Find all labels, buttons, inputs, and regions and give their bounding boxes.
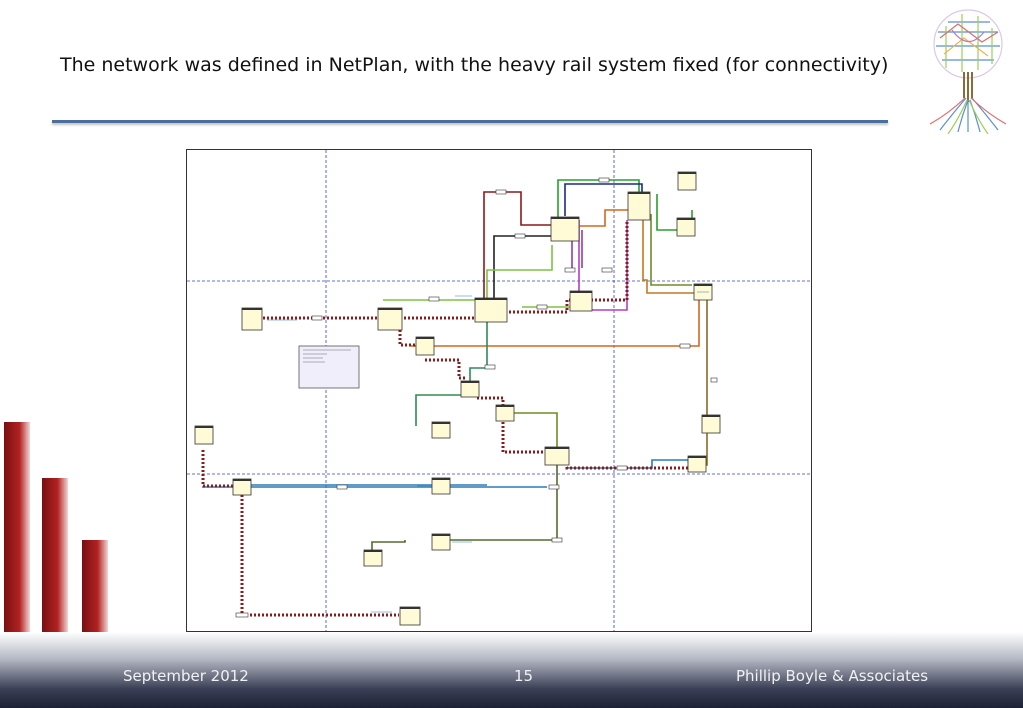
- footer-company: Phillip Boyle & Associates: [736, 667, 929, 685]
- slide-title: The network was defined in NetPlan, with…: [60, 54, 889, 76]
- footer-date: September 2012: [123, 667, 249, 685]
- title-divider: [52, 120, 888, 123]
- slide-footer: [0, 632, 1023, 708]
- transit-tree-logo: [929, 9, 1007, 134]
- grid-lines: [187, 150, 811, 631]
- netplan-network-diagram: [186, 149, 812, 632]
- footer-page-number: 15: [514, 667, 534, 685]
